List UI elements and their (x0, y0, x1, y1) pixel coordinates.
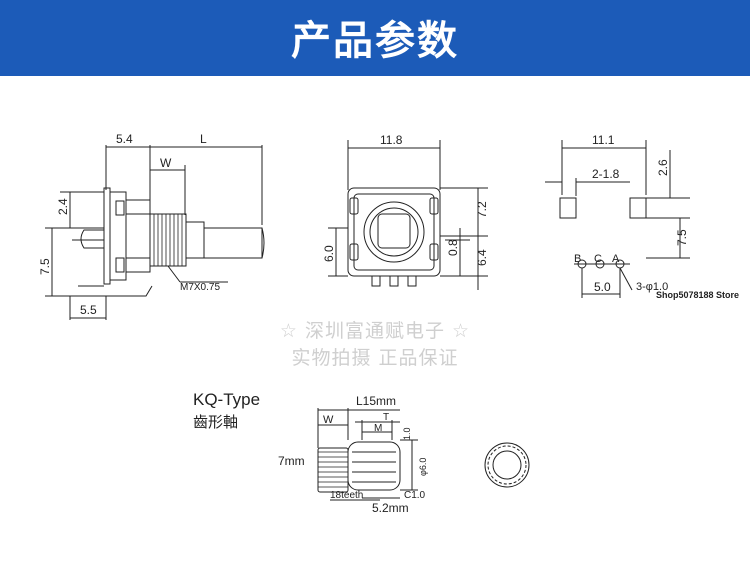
kq-dim-t: T (383, 412, 389, 423)
watermark-line-2: 实物拍摄 正品保证 (291, 347, 459, 369)
dim-7-2: 7.2 (475, 201, 489, 218)
pin-label-a: A (612, 253, 620, 265)
watermark-line-1: ☆ 深圳富通赋电子 ☆ (279, 320, 471, 342)
kq-dim-6: φ6.0 (418, 458, 428, 476)
pin-label-b: B (574, 253, 581, 265)
dim-l: L (200, 132, 207, 146)
kq-dim-l15: L15mm (356, 394, 396, 408)
dim-11-8: 11.8 (380, 133, 403, 147)
pin-layout-drawing (545, 140, 690, 298)
dim-5-4: 5.4 (116, 132, 133, 146)
kq-dim-7mm: 7mm (278, 454, 305, 468)
store-label: Shop5078188 Store (656, 290, 739, 300)
dim-6-0: 6.0 (322, 245, 336, 262)
dim-w: W (160, 156, 172, 170)
kq-dim-1-0: 1.0 (402, 427, 412, 440)
title-banner: 产品参数 (0, 0, 750, 76)
kq-dim-teeth: 18teeth (330, 490, 363, 501)
dim-7-5-pin: 7.5 (675, 229, 689, 246)
kq-dim-c1: C1.0 (404, 490, 426, 501)
kq-dim-m: M (374, 423, 382, 434)
hole-label: 3-φ1.0 (636, 281, 668, 293)
front-view-drawing (328, 140, 488, 290)
dim-2-6: 2.6 (656, 159, 670, 176)
dim-7-5: 7.5 (38, 258, 52, 275)
kq-shaft-drawing (317, 408, 530, 501)
dim-11-1: 11.1 (592, 133, 615, 147)
dim-2-1-8: 2-1.8 (592, 167, 620, 181)
kq-dim-5-2: 5.2mm (372, 501, 409, 515)
page-title: 产品参数 (291, 18, 459, 64)
dim-5-5: 5.5 (80, 303, 97, 317)
pin-label-c: C (594, 253, 602, 265)
thread-label: M7X0.75 (180, 282, 220, 293)
dim-2-4: 2.4 (56, 198, 70, 215)
kq-dim-w: W (323, 414, 334, 426)
dim-5-0: 5.0 (594, 280, 611, 294)
side-view-drawing (45, 145, 265, 320)
dim-6-4: 6.4 (475, 249, 489, 266)
dim-0-8: 0.8 (446, 239, 460, 256)
kq-type-subtitle: 齒形軸 (193, 413, 239, 431)
kq-type-title: KQ-Type (193, 390, 261, 409)
